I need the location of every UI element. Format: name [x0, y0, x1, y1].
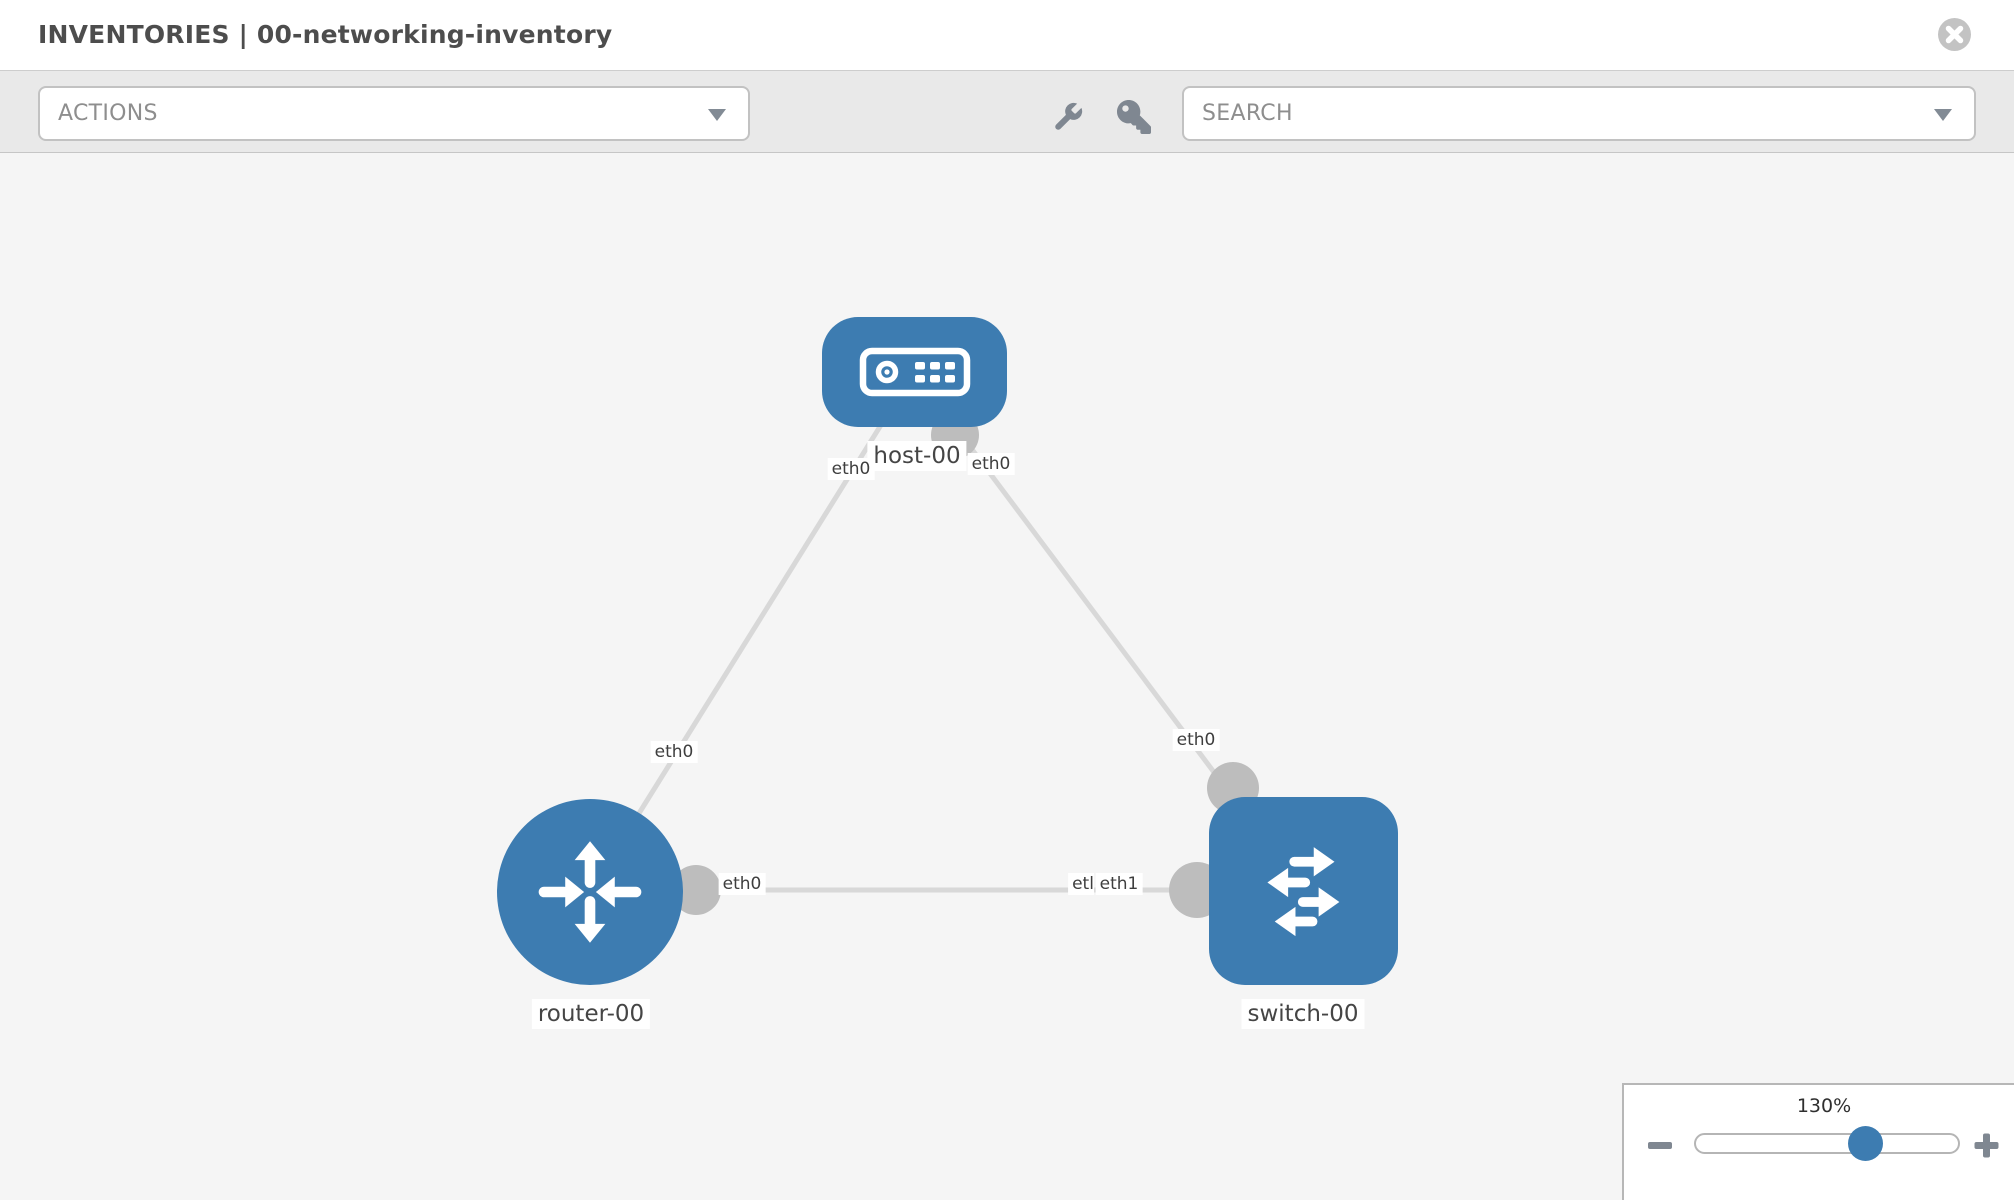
- node-label-switch: switch-00: [1241, 999, 1365, 1029]
- zoom-level-value: 130%: [1796, 1095, 1852, 1117]
- close-button[interactable]: [1938, 18, 1971, 51]
- topology-canvas[interactable]: [0, 153, 2014, 1200]
- node-host-00[interactable]: [822, 317, 1007, 427]
- search-dropdown[interactable]: SEARCH: [1182, 86, 1976, 141]
- chevron-down-icon: [1934, 108, 1952, 121]
- interface-label: eth0: [967, 453, 1015, 475]
- interface-label: eth0: [1172, 729, 1220, 751]
- interface-label: eth0: [827, 458, 875, 480]
- actions-dropdown-label: ACTIONS: [58, 101, 158, 126]
- node-switch-00[interactable]: [1209, 797, 1398, 985]
- toolbar: ACTIONS SEARCH: [0, 70, 2014, 153]
- router-arrows-icon: [538, 841, 642, 943]
- minus-icon: [1648, 1142, 1672, 1149]
- credentials-button[interactable]: [1112, 95, 1156, 139]
- key-icon: [1117, 100, 1151, 134]
- interface-label: eth0: [718, 873, 766, 895]
- zoom-slider-handle[interactable]: [1848, 1126, 1883, 1161]
- zoom-out-button[interactable]: [1640, 1125, 1680, 1165]
- interface-label: eth1: [1095, 873, 1143, 895]
- chevron-down-icon: [708, 108, 726, 121]
- zoom-slider-track[interactable]: [1694, 1133, 1960, 1154]
- configure-button[interactable]: [1046, 95, 1090, 139]
- page-title: INVENTORIES | 00-networking-inventory: [38, 20, 613, 49]
- endpoint-dot: [671, 865, 721, 915]
- plus-icon: [1974, 1133, 1998, 1157]
- search-dropdown-label: SEARCH: [1202, 101, 1293, 126]
- header-bar: INVENTORIES | 00-networking-inventory: [0, 0, 2014, 70]
- wrench-icon: [1055, 102, 1083, 130]
- server-icon: [859, 347, 970, 397]
- zoom-in-button[interactable]: [1966, 1125, 2006, 1165]
- actions-dropdown[interactable]: ACTIONS: [38, 86, 750, 141]
- interface-label: eth0: [650, 741, 698, 763]
- node-router-00[interactable]: [497, 799, 683, 985]
- node-label-router: router-00: [531, 999, 651, 1029]
- interface-label-obscured: etl: [1068, 873, 1094, 895]
- switch-arrows-icon: [1266, 847, 1339, 937]
- zoom-panel: 130%: [1622, 1083, 2014, 1200]
- node-label-host: host-00: [867, 441, 967, 471]
- close-icon: [1938, 18, 1971, 51]
- links-layer: [587, 370, 1306, 918]
